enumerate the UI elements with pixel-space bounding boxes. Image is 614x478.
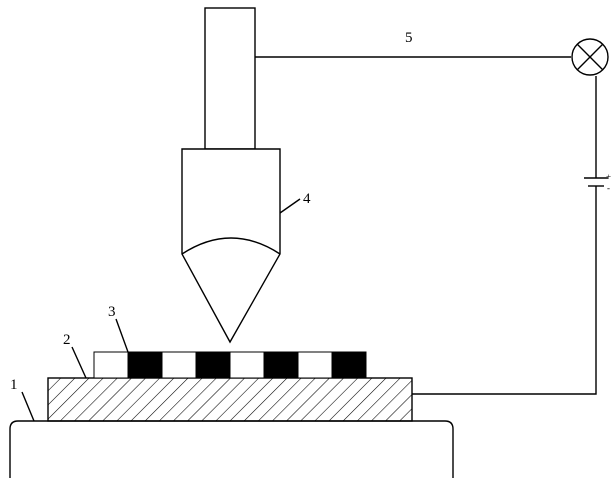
battery-icon bbox=[584, 177, 608, 192]
leader-line-3 bbox=[115, 318, 129, 353]
probe-shaft bbox=[204, 7, 256, 150]
probe-tip-arc bbox=[181, 237, 281, 255]
label-substrate: 2 bbox=[63, 332, 71, 348]
label-base: 1 bbox=[10, 377, 18, 393]
base-block bbox=[9, 420, 454, 478]
lamp-icon bbox=[571, 38, 609, 76]
pattern-layer bbox=[93, 351, 367, 379]
circuit-wire-return bbox=[412, 192, 597, 395]
pattern-segment-white bbox=[93, 351, 129, 379]
battery-negative-sign: - bbox=[607, 183, 610, 193]
leader-line-4 bbox=[279, 198, 301, 214]
pattern-segment-white bbox=[297, 351, 333, 379]
leader-line-1 bbox=[21, 391, 35, 422]
label-probe: 4 bbox=[303, 191, 311, 207]
battery-positive-sign: + bbox=[606, 172, 611, 182]
pattern-segment-black bbox=[127, 351, 163, 379]
label-circuit-wire: 5 bbox=[405, 30, 413, 46]
substrate-layer bbox=[47, 377, 413, 422]
pattern-segment-black bbox=[331, 351, 367, 379]
pattern-segment-black bbox=[195, 351, 231, 379]
probe-body bbox=[181, 148, 281, 344]
pattern-segment-white bbox=[161, 351, 197, 379]
label-pattern-layer: 3 bbox=[108, 304, 116, 320]
leader-line-2 bbox=[71, 346, 87, 379]
pattern-segment-black bbox=[263, 351, 299, 379]
pattern-segment-white bbox=[229, 351, 265, 379]
